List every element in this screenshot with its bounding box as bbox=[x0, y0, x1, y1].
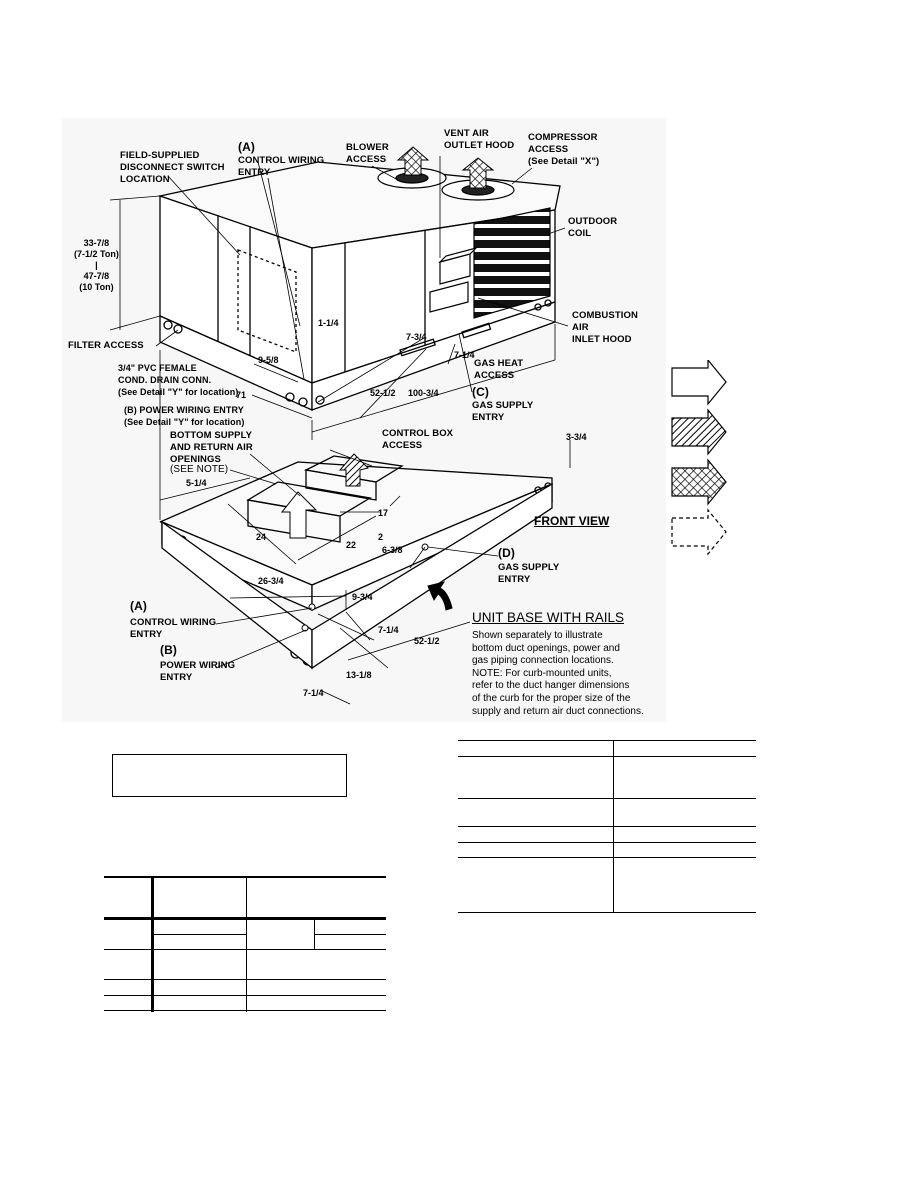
dimension-lines bbox=[109, 156, 571, 705]
label-control-box-access: CONTROL BOX ACCESS bbox=[382, 428, 454, 451]
dim-2: 2 bbox=[378, 532, 384, 542]
left-table bbox=[104, 876, 386, 1012]
base-rails bbox=[161, 482, 553, 670]
unit-base bbox=[159, 455, 553, 666]
label-d-marker: (D) bbox=[498, 546, 515, 560]
label-blower-access: BLOWER ACCESS bbox=[346, 142, 389, 165]
label-pvc-drain: 3/4" PVC FEMALE COND. DRAIN CONN. (See D… bbox=[118, 363, 239, 397]
label-unit-base-with-rails: UNIT BASE WITH RAILS bbox=[472, 610, 625, 625]
dim-height: 33-7/8 (7-1/2 Ton) | 47-7/8 (10 Ton) bbox=[74, 238, 119, 292]
dim-100-3-4: 100-3/4 bbox=[408, 388, 439, 398]
note-box bbox=[112, 754, 347, 797]
base-note: Shown separately to illustrate bottom du… bbox=[472, 630, 644, 717]
dim-1-1-4: 1-1/4 bbox=[318, 318, 339, 328]
label-compressor-access: COMPRESSOR ACCESS (See Detail "X") bbox=[528, 132, 600, 167]
dim-26-3-4: 26-3/4 bbox=[258, 576, 284, 586]
dim-5-1-4: 5-1/4 bbox=[186, 478, 207, 488]
hoods bbox=[429, 246, 479, 313]
label-gas-supply-bottom: GAS SUPPLY ENTRY bbox=[498, 562, 560, 585]
label-gas-heat-access: GAS HEAT ACCESS bbox=[474, 358, 524, 381]
label-b-bottom: (B) bbox=[160, 643, 177, 657]
dashed-arrow-icon bbox=[671, 508, 727, 556]
crosshatched-arrow-icon bbox=[671, 458, 727, 506]
dim-7-1-4-mid: 7-1/4 bbox=[378, 625, 399, 635]
dim-7-3-4: 7-3/4 bbox=[406, 332, 427, 342]
dim-13-1-8: 13-1/8 bbox=[346, 670, 372, 680]
label-filter-access: FILTER ACCESS bbox=[68, 340, 144, 351]
roof-vent-arrows bbox=[396, 146, 495, 189]
label-power-wiring-bottom: POWER WIRING ENTRY bbox=[160, 660, 236, 683]
dim-52-1-2-top: 52-1/2 bbox=[370, 388, 396, 398]
label-bottom-supply-return: BOTTOM SUPPLY AND RETURN AIR OPENINGS bbox=[170, 430, 253, 465]
airflow-arrows bbox=[280, 453, 453, 611]
label-front-view: FRONT VIEW bbox=[534, 514, 610, 528]
label-a-top: (A) bbox=[238, 140, 255, 154]
hatched-arrow-icon bbox=[671, 408, 727, 456]
legend-arrows bbox=[671, 360, 727, 556]
label-combustion-air: COMBUSTION AIR INLET HOOD bbox=[572, 310, 638, 345]
outline-arrow-icon bbox=[671, 360, 727, 406]
label-c-marker: (C) bbox=[472, 385, 489, 399]
label-disconnect-switch: FIELD-SUPPLIED DISCONNECT SWITCH LOCATIO… bbox=[120, 150, 225, 185]
dim-71: 71 bbox=[236, 390, 247, 400]
label-a-bottom: (A) bbox=[130, 599, 147, 613]
label-gas-supply-top: GAS SUPPLY ENTRY bbox=[472, 400, 534, 423]
dim-7-1-4-top: 7-1/4 bbox=[454, 350, 475, 360]
label-power-wiring-top: (B) POWER WIRING ENTRY (See Detail "Y" f… bbox=[124, 405, 245, 427]
dim-24: 24 bbox=[256, 532, 267, 542]
label-control-wiring-top: CONTROL WIRING ENTRY bbox=[238, 155, 325, 178]
label-control-wiring-bottom: CONTROL WIRING ENTRY bbox=[130, 617, 217, 640]
label-outdoor-coil: OUTDOOR COIL bbox=[568, 216, 618, 239]
outdoor-coil-louvers bbox=[473, 207, 551, 319]
dim-6-3-8: 6-3/8 bbox=[382, 545, 403, 555]
dim-7-1-4-bottom: 7-1/4 bbox=[303, 688, 324, 698]
right-table bbox=[458, 740, 756, 914]
dim-22: 22 bbox=[346, 540, 357, 550]
dim-9-5-8: 9-5/8 bbox=[258, 355, 279, 365]
dim-52-1-2-bottom: 52-1/2 bbox=[414, 636, 440, 646]
label-vent-air-outlet: VENT AIR OUTLET HOOD bbox=[444, 128, 515, 151]
label-see-note: (SEE NOTE) bbox=[170, 464, 229, 475]
dim-3-3-4: 3-3/4 bbox=[566, 432, 587, 442]
dim-9-3-4: 9-3/4 bbox=[352, 592, 373, 602]
dim-17: 17 bbox=[378, 508, 389, 518]
